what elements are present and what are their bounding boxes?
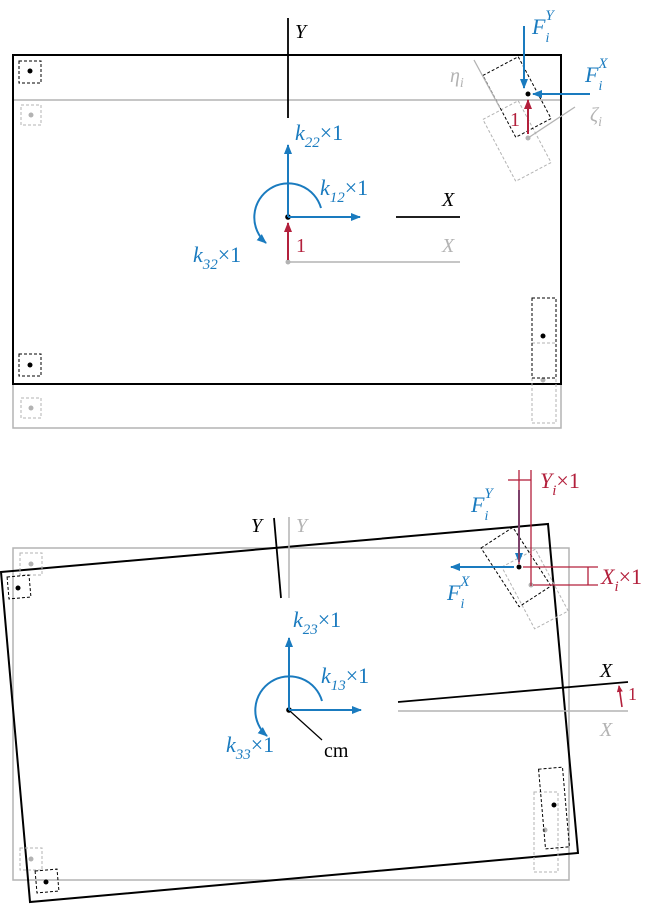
top-k32-rotation-arrow [253,182,322,244]
bottom-panel: Y Y X X 1 cm k23×1 k13×1 k33×1 FiY [0,468,642,904]
top-x-axis-reference-label: X [441,235,455,257]
top-y-axis-label: Y [295,21,308,43]
bottom-rotated-walls [6,526,570,894]
bottom-reference-slab [12,547,570,881]
bottom-x-axis-label: X [599,660,613,682]
bottom-k23-label: k23×1 [293,607,341,638]
top-displaced-wall-dots [27,68,546,368]
bottom-cm-leader [290,711,323,741]
bottom-rotation-unit-arrow [616,685,623,708]
bottom-force-y-label: FiY [470,486,494,524]
bottom-k13-label: k13×1 [321,663,369,694]
top-displaced-slab [12,54,562,385]
bottom-x-axis [397,681,629,703]
top-k32-label: k32×1 [193,242,241,273]
bottom-cm-label: cm [324,740,349,762]
top-zeta-label: ζi [590,104,602,130]
top-eta-label: ηi [450,65,464,91]
top-k12-label: k12×1 [320,175,368,206]
bottom-rotated-slab [0,522,580,904]
bottom-dim-x-label: Xi×1 [600,564,642,595]
bottom-k33-rotation-arrow [254,675,323,737]
top-panel: Y X X 1 k22×1 k12×1 k32×1 ηi ζi [12,8,608,429]
top-k22-label: k22×1 [295,120,343,151]
bottom-rotated-wall-dots [15,564,557,885]
bottom-x-axis-reference-label: X [599,719,613,741]
bottom-y-axis [273,517,282,599]
bottom-force-x-label: FiX [446,574,470,612]
top-cm-reference-dot [285,259,291,265]
top-unit-label: 1 [296,235,306,257]
bottom-rotation-unit-label: 1 [628,684,637,704]
bottom-k33-label: k33×1 [226,732,274,763]
top-force-x-label: FiX [584,56,608,94]
top-x-axis-label: X [441,189,455,211]
top-eta-axis [473,59,501,109]
bottom-dim-x [523,566,598,586]
bottom-y-axis-label: Y [251,515,264,537]
bottom-dim-y-label: Yi×1 [540,468,580,499]
top-force-y-label: FiY [531,8,555,46]
bottom-reference-walls [19,548,569,873]
top-zeta-axis [527,106,576,139]
top-wall-unit-label: 1 [510,109,520,131]
bottom-y-axis-reference-label: Y [296,515,309,537]
